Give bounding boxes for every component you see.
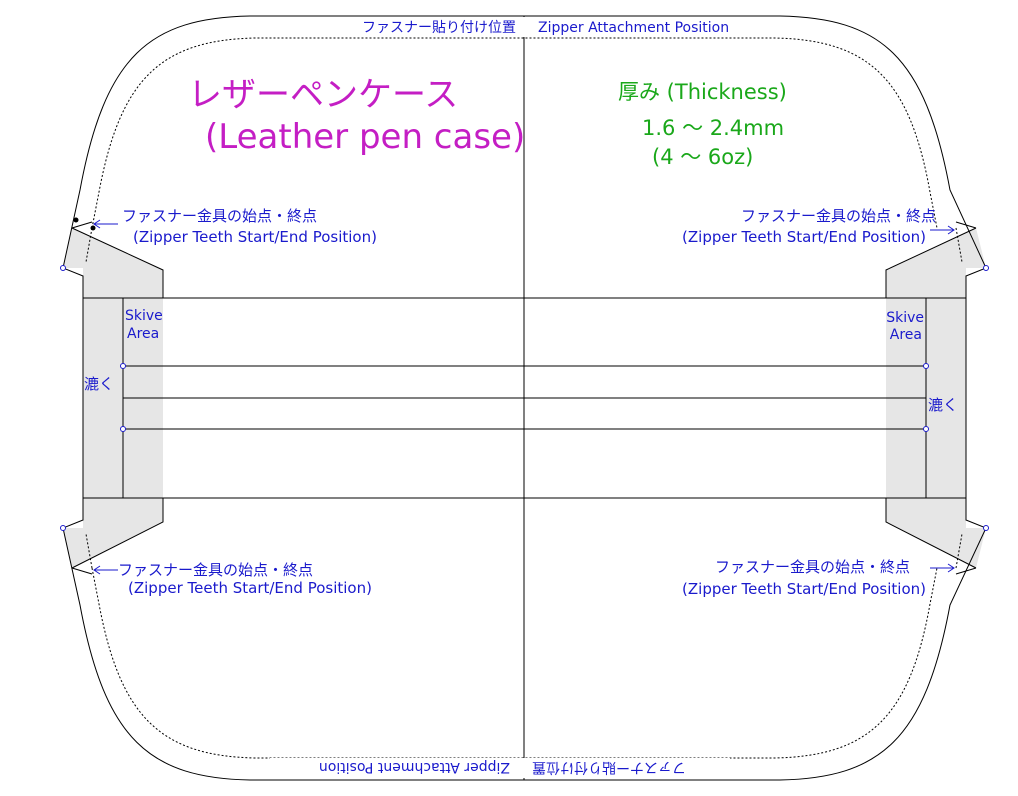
skive-area-left: [82, 297, 163, 522]
tab-edge-lr: [885, 498, 977, 569]
marker-circle: [983, 265, 989, 271]
thickness-mm: 1.6 ～ 2.4mm: [642, 116, 784, 140]
zipper-end-line-ll: [71, 567, 93, 575]
marker-circle: [60, 265, 66, 271]
zipper-attachment-jp-top: ファスナー貼り付け位置: [362, 20, 516, 36]
arrow-lower-right: [930, 563, 955, 573]
tab-inner-lr: [955, 533, 963, 569]
marker-circle: [983, 525, 989, 531]
marker-circle: [923, 363, 929, 369]
zipper-attachment-jp-bottom: ファスナー貼り付け位置: [532, 759, 686, 775]
zipper-attachment-en-top: Zipper Attachment Position: [538, 20, 729, 36]
zipper-label-bg-top: [318, 17, 778, 37]
zipper-end-line-ul: [71, 221, 93, 229]
marker-dot: [90, 225, 96, 231]
title-english: (Leather pen case): [205, 117, 525, 157]
marker-circle: [120, 426, 126, 432]
skive-label-left-1: Skive: [125, 308, 163, 324]
skive-jp-left: 漉く: [84, 375, 114, 393]
skive-label-right-2: Area: [890, 327, 922, 343]
marker-circle: [60, 525, 66, 531]
zipper-attachment-en-bottom: Zipper Attachment Position: [319, 759, 510, 775]
arrow-upper-right: [930, 225, 955, 235]
title-japanese: レザーペンケース: [188, 75, 458, 115]
marker-circle: [120, 363, 126, 369]
tab-inner-ll: [85, 533, 93, 569]
tab-upper-right: [886, 228, 986, 298]
marker-circle: [923, 426, 929, 432]
thickness-oz: (4 ～ 6oz): [652, 145, 753, 169]
arrow-upper-left: [93, 219, 118, 229]
zipper-teeth-en-ur: (Zipper Teeth Start/End Position): [682, 228, 926, 246]
skive-area-right: [886, 297, 967, 522]
tab-inner-ur: [955, 227, 963, 263]
zipper-teeth-en-lr: (Zipper Teeth Start/End Position): [682, 580, 926, 598]
pattern-outline: [62, 15, 987, 781]
skive-jp-right: 漉く: [928, 396, 958, 414]
zipper-teeth-jp-lr: ファスナー金具の始点・終点: [715, 558, 910, 576]
zipper-teeth-jp-ur: ファスナー金具の始点・終点: [741, 207, 936, 225]
zipper-teeth-en-ul: (Zipper Teeth Start/End Position): [133, 228, 377, 246]
thickness-heading: 厚み (Thickness): [618, 80, 787, 104]
skive-label-left-2: Area: [127, 326, 159, 342]
zipper-end-line-ur: [955, 221, 977, 229]
zipper-end-line-lr: [955, 567, 977, 575]
skive-label-right-1: Skive: [886, 310, 924, 326]
zipper-teeth-en-ll: (Zipper Teeth Start/End Position): [128, 579, 372, 597]
tab-upper-left: [63, 228, 163, 298]
tab-lower-left: [63, 498, 163, 568]
tab-edge-ll: [71, 498, 164, 569]
zipper-label-bg-bottom: [270, 758, 730, 778]
zipper-teeth-jp-ll: ファスナー金具の始点・終点: [118, 561, 313, 579]
tab-lower-right: [886, 498, 986, 568]
marker-dot: [73, 217, 79, 223]
tab-inner-ul: [85, 227, 93, 263]
tab-edge-ur: [885, 227, 977, 298]
arrow-lower-left: [93, 565, 118, 575]
zipper-teeth-jp-ul: ファスナー金具の始点・終点: [122, 207, 317, 225]
tab-edge-ul: [71, 227, 164, 298]
